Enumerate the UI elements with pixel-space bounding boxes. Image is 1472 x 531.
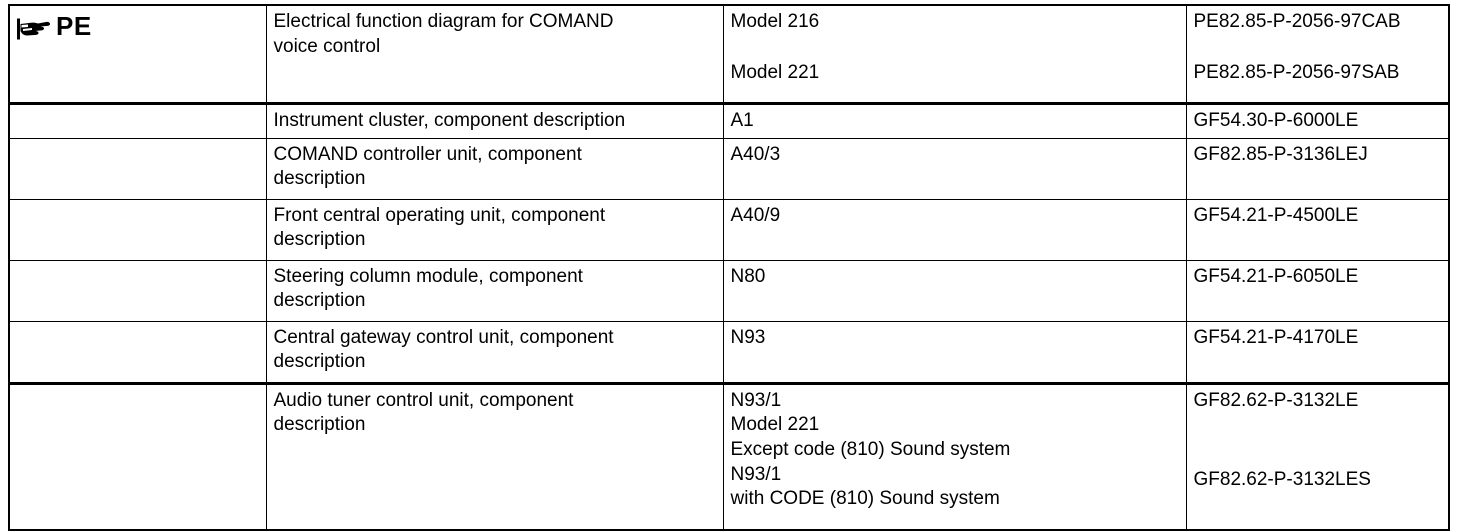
table-row: COMAND controller unit, component descri… [8, 137, 1450, 200]
model-cell: N80 [722, 259, 1187, 322]
marker-cell-empty [8, 103, 267, 139]
pointing-hand-icon [17, 18, 51, 40]
model-line: N93 [730, 326, 766, 348]
model-line: Model 221 [730, 414, 820, 436]
description-cell: Central gateway control unit, component … [265, 320, 724, 385]
reference-line: GF54.30-P-6000LE [1193, 110, 1359, 131]
model-line: N93/1 [730, 463, 782, 485]
description-line: description [273, 414, 366, 436]
model-line: N93/1 [730, 389, 782, 411]
description-cell: Front central operating unit, component … [265, 198, 724, 261]
table-row: Instrument cluster, component descriptio… [8, 103, 1450, 139]
description-cell: COMAND controller unit, component descri… [265, 137, 724, 200]
reference-cell: GF82.62-P-3132LE GF82.62-P-3132LES [1185, 382, 1450, 531]
model-line: A40/9 [730, 204, 781, 226]
description-cell: Instrument cluster, component descriptio… [265, 103, 724, 139]
reference-cell: GF54.21-P-6050LE [1185, 259, 1450, 322]
reference-cell: GF54.21-P-4170LE [1185, 320, 1450, 385]
description-line: Front central operating unit, component [273, 204, 606, 226]
description-line: Steering column module, component [273, 265, 583, 287]
reference-line: GF82.62-P-3132LES [1193, 469, 1371, 491]
description-line: voice control [273, 35, 381, 57]
reference-cell: GF82.85-P-3136LEJ [1185, 137, 1450, 200]
description-line: Instrument cluster, component descriptio… [273, 110, 626, 131]
description-line: Audio tuner control unit, component [273, 389, 574, 411]
description-line: description [273, 351, 366, 373]
model-cell: N93 [722, 320, 1187, 385]
marker-cell-empty [8, 198, 267, 261]
spacer-line [1194, 439, 1443, 468]
marker-cell-empty [8, 320, 267, 385]
model-cell: A40/9 [722, 198, 1187, 261]
marker-label-pe: PE [56, 11, 92, 41]
service-reference-table: PE Electrical function diagram for COMAN… [8, 4, 1450, 531]
table-row: Steering column module, component descri… [8, 259, 1450, 322]
model-line: A1 [730, 110, 754, 131]
description-line: Electrical function diagram for COMAND [273, 11, 614, 32]
spacer-line [731, 35, 1180, 61]
model-line: Model 216 [730, 11, 820, 32]
table-row: Audio tuner control unit, component desc… [8, 382, 1450, 531]
reference-cell: GF54.30-P-6000LE [1185, 103, 1450, 139]
model-line: Except code (810) Sound system [730, 439, 1011, 461]
description-cell: Steering column module, component descri… [265, 259, 724, 322]
model-line: N80 [730, 265, 766, 287]
marker-cell-pe: PE [8, 4, 267, 105]
model-cell: A1 [722, 103, 1187, 139]
description-line: COMAND controller unit, component [273, 143, 582, 165]
description-line: description [273, 290, 366, 312]
model-cell: N93/1 Model 221 Except code (810) Sound … [722, 382, 1187, 531]
marker-cell-empty [8, 259, 267, 322]
table-row: Central gateway control unit, component … [8, 320, 1450, 385]
model-line: Model 221 [730, 61, 820, 83]
marker-cell-empty [8, 137, 267, 200]
description-cell: Electrical function diagram for COMAND v… [265, 4, 724, 105]
reference-line: GF82.85-P-3136LEJ [1193, 143, 1368, 165]
reference-line: PE82.85-P-2056-97CAB [1193, 11, 1401, 32]
reference-line: GF54.21-P-6050LE [1193, 265, 1359, 287]
table-row: PE Electrical function diagram for COMAN… [8, 4, 1450, 105]
document-sheet: PE Electrical function diagram for COMAN… [8, 4, 1450, 531]
description-line: description [273, 229, 366, 251]
reference-cell: GF54.21-P-4500LE [1185, 198, 1450, 261]
description-line: Central gateway control unit, component [273, 326, 614, 348]
spacer-line [1194, 413, 1443, 439]
reference-line: GF54.21-P-4500LE [1193, 204, 1359, 226]
description-cell: Audio tuner control unit, component desc… [265, 382, 724, 531]
reference-line: GF54.21-P-4170LE [1193, 326, 1359, 348]
table-row: Front central operating unit, component … [8, 198, 1450, 261]
reference-line: PE82.85-P-2056-97SAB [1193, 61, 1400, 83]
description-line: description [273, 168, 366, 190]
marker-cell-empty [8, 382, 267, 531]
reference-cell: PE82.85-P-2056-97CAB PE82.85-P-2056-97SA… [1185, 4, 1450, 105]
reference-line: GF82.62-P-3132LE [1193, 389, 1359, 411]
model-cell: A40/3 [722, 137, 1187, 200]
model-line: A40/3 [730, 143, 781, 165]
spacer-line [1194, 35, 1443, 61]
model-cell: Model 216 Model 221 [722, 4, 1187, 105]
